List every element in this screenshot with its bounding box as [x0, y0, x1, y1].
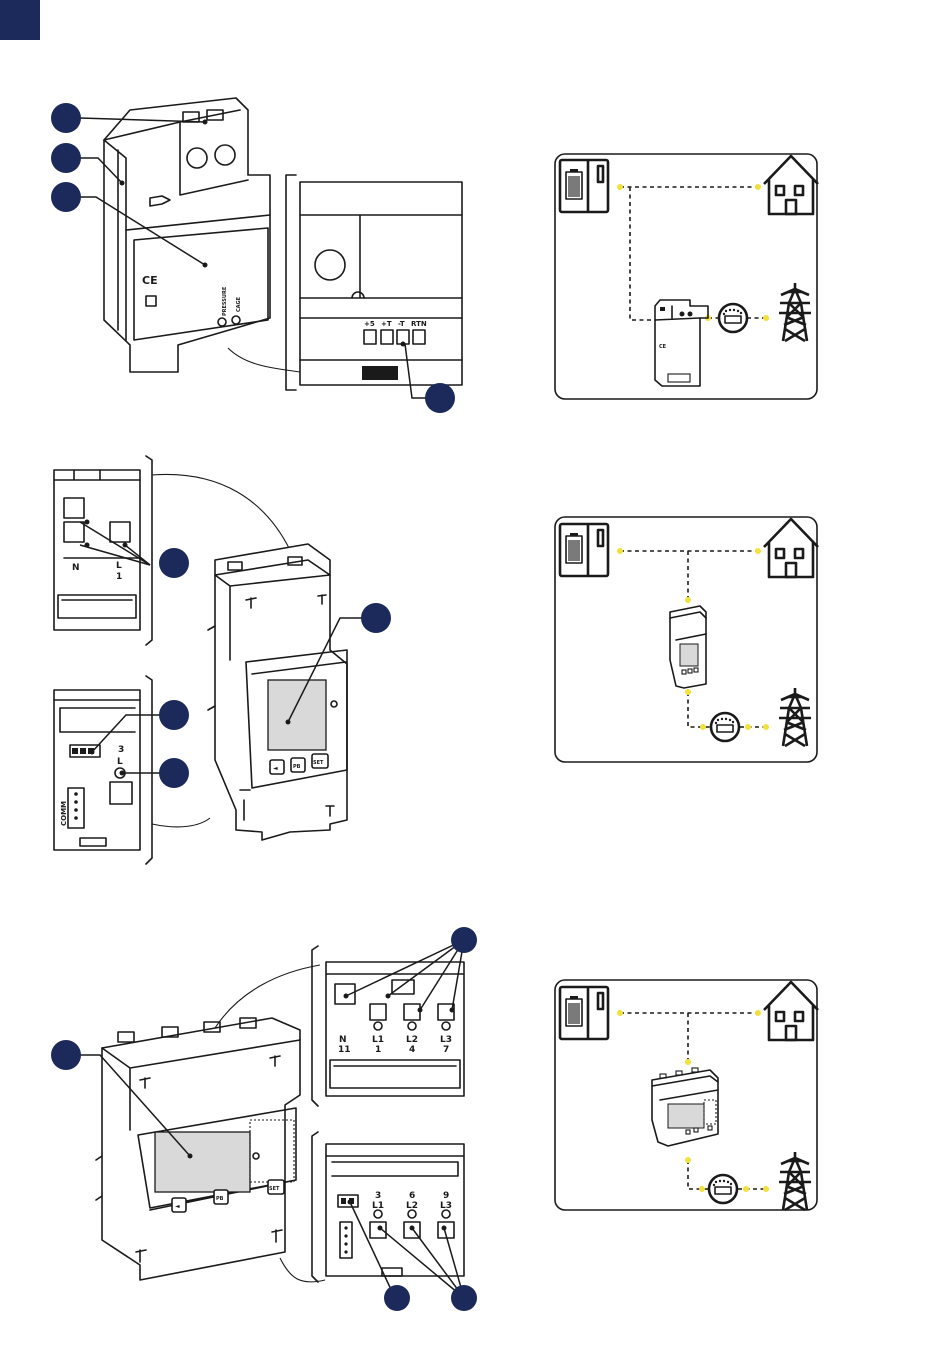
key-pb-3p: PB [216, 1196, 224, 1202]
house-icon [764, 156, 818, 214]
terminal-label-l: L [116, 561, 122, 571]
callout-badge-3a [51, 1040, 81, 1070]
house-icon [764, 982, 818, 1040]
pylon-icon [779, 688, 811, 746]
three-phase-meter-illustration: ◄ PB SET [96, 965, 325, 1282]
key-left: ◄ [273, 765, 278, 772]
terminal-label-rtn: RTN [411, 320, 427, 328]
grid-meter-icon [711, 713, 739, 741]
terminal-label-plusT: +T [381, 320, 392, 328]
single-phase-wiring-panel [555, 517, 818, 762]
three-phase-top-detail: N 11 L1 1 L2 4 L3 7 [312, 946, 464, 1106]
callout-badge-2b [361, 603, 391, 633]
callout-badge-1d [425, 383, 455, 413]
b3-label-6: 6 [409, 1191, 415, 1201]
page-tab [0, 0, 40, 40]
key-set-3p: SET [269, 1186, 280, 1192]
display-screen [268, 680, 326, 750]
t3-label-n: N [339, 1035, 347, 1045]
svg-text:CE: CE [659, 344, 667, 350]
t3-label-l1: L1 [372, 1035, 384, 1045]
pressure-label: PRESSURE [222, 286, 228, 316]
callout-badge-3c [384, 1285, 410, 1311]
callout-badge-1a [51, 103, 81, 133]
ct-module-illustration: CE PRESSURE CAGE +5 +T -T RTN [104, 98, 462, 390]
pylon-icon [779, 1152, 811, 1210]
terminal-label-n: N [72, 563, 80, 573]
t3-label-7: 7 [443, 1045, 449, 1055]
callout-badge-2d [159, 758, 189, 788]
house-icon [764, 519, 818, 577]
display-screen-3p [155, 1132, 250, 1192]
terminal-label-3: 3 [118, 745, 124, 755]
b3-label-3: 3 [375, 1191, 381, 1201]
battery-icon [560, 160, 608, 212]
ct-wiring-panel: CE [555, 154, 818, 399]
t3-label-4: 4 [409, 1045, 415, 1055]
b3-label-9: 9 [443, 1191, 449, 1201]
battery-icon [560, 524, 608, 576]
cage-label: CAGE [236, 296, 242, 312]
t3-label-11: 11 [338, 1045, 351, 1055]
terminal-label-l-bottom: L [117, 757, 123, 767]
terminal-label-plus5: +5 [364, 320, 375, 328]
key-pb: PB [293, 764, 301, 770]
t3-label-l2: L2 [406, 1035, 418, 1045]
callout-badge-2a [159, 548, 189, 578]
battery-icon [560, 987, 608, 1039]
terminal-label-minusT: -T [398, 320, 405, 328]
grid-meter-icon [709, 1175, 737, 1203]
three-phase-bottom-detail: 3 L1 6 L2 9 L3 [312, 1132, 464, 1282]
callout-badge-1b [51, 143, 81, 173]
key-set: SET [313, 760, 324, 766]
callout-badge-3b [451, 927, 477, 953]
three-phase-wiring-panel [555, 980, 818, 1210]
single-phase-meter-illustration: ◄ PB SET [208, 544, 347, 840]
callout-badge-3d [451, 1285, 477, 1311]
callout-badge-2c [159, 700, 189, 730]
terminal-label-1: 1 [116, 572, 122, 582]
t3-label-l3: L3 [440, 1035, 452, 1045]
callout-badge-1c [51, 182, 81, 212]
key-left-3p: ◄ [175, 1203, 180, 1210]
grid-meter-icon [719, 304, 747, 332]
t3-label-1: 1 [375, 1045, 381, 1055]
pylon-icon [779, 283, 811, 341]
ce-mark: CE [142, 274, 158, 287]
comm-label: COMM [60, 801, 68, 826]
